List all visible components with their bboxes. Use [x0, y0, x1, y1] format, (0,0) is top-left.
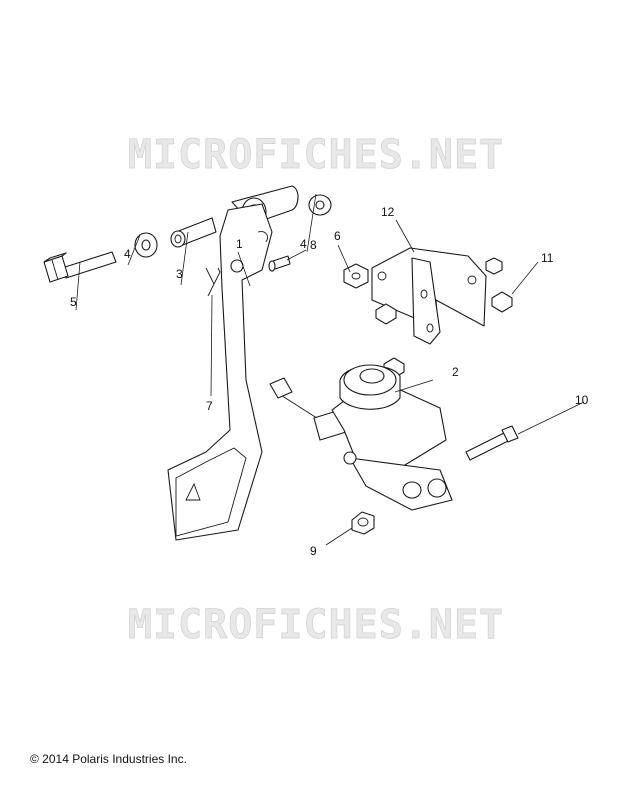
callout-5: 5	[70, 295, 77, 309]
part-9-fitting	[351, 511, 375, 535]
part-2-master-cylinder	[269, 364, 453, 511]
callout-3: 3	[176, 267, 183, 281]
watermark-top: MICROFICHES.NET	[128, 132, 504, 178]
part-10-bolt	[465, 425, 519, 461]
watermark-bottom: MICROFICHES.NET	[128, 602, 504, 648]
callout-12: 12	[381, 205, 395, 219]
callout-9: 9	[310, 544, 317, 558]
callout-10: 10	[575, 393, 589, 407]
part-4-washer-right	[308, 194, 332, 216]
part-6-nut	[343, 263, 369, 289]
callout-7: 7	[206, 399, 213, 413]
callout-11: 11	[541, 251, 554, 265]
callout-1: 1	[236, 237, 243, 251]
callout-2: 2	[452, 365, 459, 379]
part-3-sleeve	[170, 217, 217, 248]
part-12-bracket	[371, 247, 487, 345]
part-5-bolt	[43, 251, 117, 283]
part-8-pin	[268, 255, 291, 272]
callout-4-right: 4	[300, 237, 307, 251]
leader-lines	[75, 193, 585, 546]
callout-4-left: 4	[124, 247, 131, 261]
part-1-pedal	[167, 185, 299, 541]
part-4-washer-left	[134, 232, 158, 258]
copyright-notice: © 2014 Polaris Industries Inc.	[30, 752, 187, 766]
part-7-clip	[205, 267, 221, 297]
callout-8: 8	[310, 238, 317, 252]
callout-6: 6	[334, 229, 341, 243]
